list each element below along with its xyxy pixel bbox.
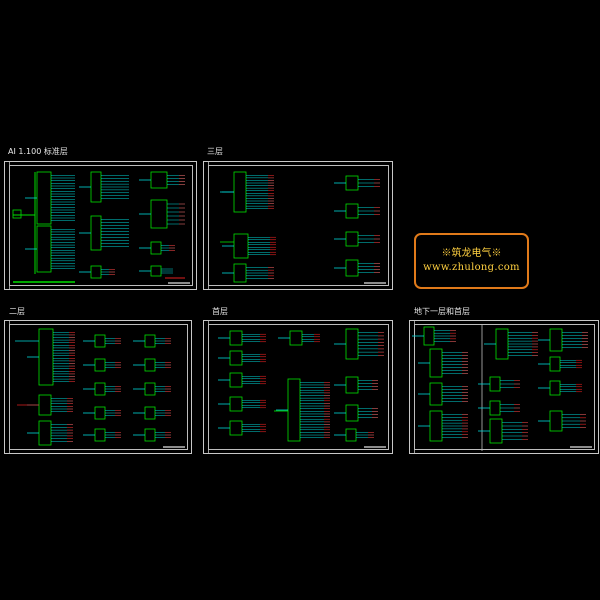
distribution-board: [233, 263, 247, 283]
sheet-inner-frame: [414, 324, 595, 450]
distribution-board: [144, 358, 156, 372]
distribution-board: [429, 382, 443, 406]
drawing-sheet-s5[interactable]: [409, 320, 599, 454]
sheet-title-s1: AI 1.100 标准层: [8, 147, 68, 156]
sheet-title-s4: 首层: [212, 307, 228, 316]
distribution-board: [549, 380, 561, 396]
distribution-board: [144, 382, 156, 396]
distribution-board: [144, 428, 156, 442]
distribution-board: [489, 418, 503, 444]
sheet-title-s3: 二层: [9, 307, 25, 316]
distribution-board: [94, 406, 106, 420]
distribution-board: [150, 265, 162, 277]
sheet-inner-frame: [9, 165, 193, 286]
distribution-board: [549, 410, 563, 432]
distribution-board: [549, 356, 561, 372]
distribution-board: [345, 376, 359, 394]
distribution-board: [429, 410, 443, 442]
stamp-url-text: www.zhulong.com: [423, 262, 520, 273]
distribution-board: [233, 171, 247, 213]
distribution-board: [345, 203, 359, 219]
drawing-sheet-s4[interactable]: [203, 320, 393, 454]
sheet-title-s2: 三层: [207, 147, 223, 156]
distribution-board: [345, 231, 359, 247]
distribution-board: [144, 334, 156, 348]
distribution-board: [495, 328, 509, 360]
distribution-board: [150, 171, 168, 189]
distribution-board: [36, 225, 52, 273]
distribution-board: [423, 326, 435, 346]
distribution-board: [90, 171, 102, 203]
schematic-s5: [412, 325, 592, 451]
distribution-board: [229, 372, 243, 388]
schematic-s3: [15, 328, 185, 448]
distribution-board: [345, 428, 357, 442]
zhulong-watermark-stamp: ※筑龙电气※ www.zhulong.com: [414, 233, 529, 289]
distribution-board: [429, 348, 443, 378]
distribution-board: [150, 199, 168, 229]
distribution-board: [90, 215, 102, 251]
distribution-board: [90, 265, 102, 279]
distribution-board: [229, 350, 243, 366]
distribution-board: [233, 233, 249, 259]
drawing-sheet-s3[interactable]: [4, 320, 192, 454]
distribution-board: [345, 259, 359, 277]
distribution-board: [94, 334, 106, 348]
meter-box: [12, 209, 22, 219]
distribution-board: [229, 396, 243, 412]
distribution-board: [38, 394, 52, 416]
distribution-board: [144, 406, 156, 420]
drawing-sheet-s2[interactable]: [203, 161, 393, 290]
sheet-inner-frame: [208, 324, 389, 450]
schematic-s2: [220, 171, 386, 284]
distribution-board: [287, 378, 301, 442]
drawing-sheet-s1[interactable]: [4, 161, 197, 290]
sheet-title-s5: 地下一层和首层: [414, 307, 470, 316]
distribution-board: [229, 330, 243, 346]
stamp-brand-text: ※筑龙电气※: [441, 248, 502, 259]
schematic-s1: [12, 171, 190, 284]
distribution-board: [36, 171, 52, 225]
distribution-board: [38, 328, 54, 386]
schematic-s4: [218, 328, 386, 448]
sheet-inner-frame: [208, 165, 389, 286]
distribution-board: [549, 328, 563, 352]
distribution-board: [489, 400, 501, 416]
distribution-board: [289, 330, 303, 346]
distribution-board: [94, 382, 106, 396]
distribution-board: [38, 420, 52, 446]
distribution-board: [489, 376, 501, 392]
distribution-board: [150, 241, 162, 255]
sheet-inner-frame: [9, 324, 188, 450]
distribution-board: [229, 420, 243, 436]
distribution-board: [94, 428, 106, 442]
distribution-board: [345, 328, 359, 360]
distribution-board: [94, 358, 106, 372]
distribution-board: [345, 404, 359, 422]
distribution-board: [345, 175, 359, 191]
